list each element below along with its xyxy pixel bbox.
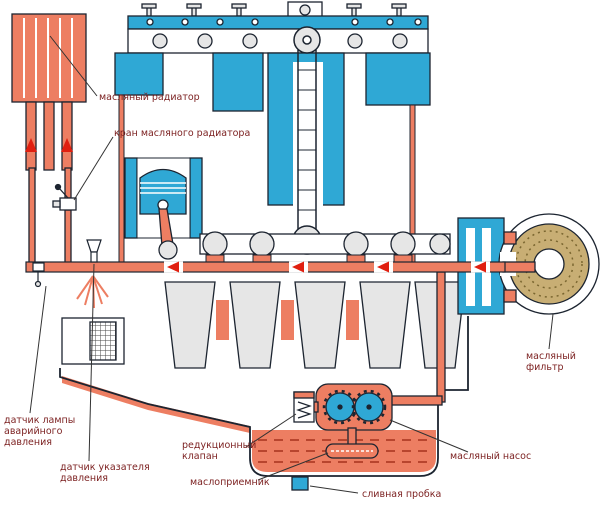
label-emergency-pressure-sensor: датчик лампы аварийного давления xyxy=(4,415,76,449)
radiator-valve xyxy=(52,183,77,211)
engine-top xyxy=(114,1,431,212)
drain-plug xyxy=(291,476,309,491)
main-oil-gallery xyxy=(25,261,506,273)
pressure-lamp-sensor xyxy=(32,262,45,288)
label-oil-pump: масляный насос xyxy=(450,451,532,462)
label-oil-pickup: маслоприемник xyxy=(190,477,270,488)
crankshaft xyxy=(199,231,451,263)
label-oil-filter: масляный фильтр xyxy=(526,351,576,374)
oil-radiator xyxy=(11,13,87,267)
auxiliary-drive xyxy=(61,317,125,365)
pressure-gauge-sensor xyxy=(86,239,102,263)
label-radiator-valve: кран масляного радиатора xyxy=(114,128,251,139)
label-relief-valve: редукционный клапан xyxy=(182,440,257,463)
oil-pickup xyxy=(325,427,379,459)
piston-assembly xyxy=(124,157,203,260)
oil-spray xyxy=(76,275,109,309)
flow-arrows xyxy=(25,138,490,273)
label-drain-plug: сливная пробка xyxy=(362,489,442,500)
crank-counterweights xyxy=(164,281,466,369)
label-pressure-gauge-sensor: датчик указателя давления xyxy=(60,462,150,485)
relief-valve xyxy=(293,391,319,423)
pointer-lines xyxy=(29,35,554,494)
label-oil-radiator: масляный радиатор xyxy=(99,92,200,103)
